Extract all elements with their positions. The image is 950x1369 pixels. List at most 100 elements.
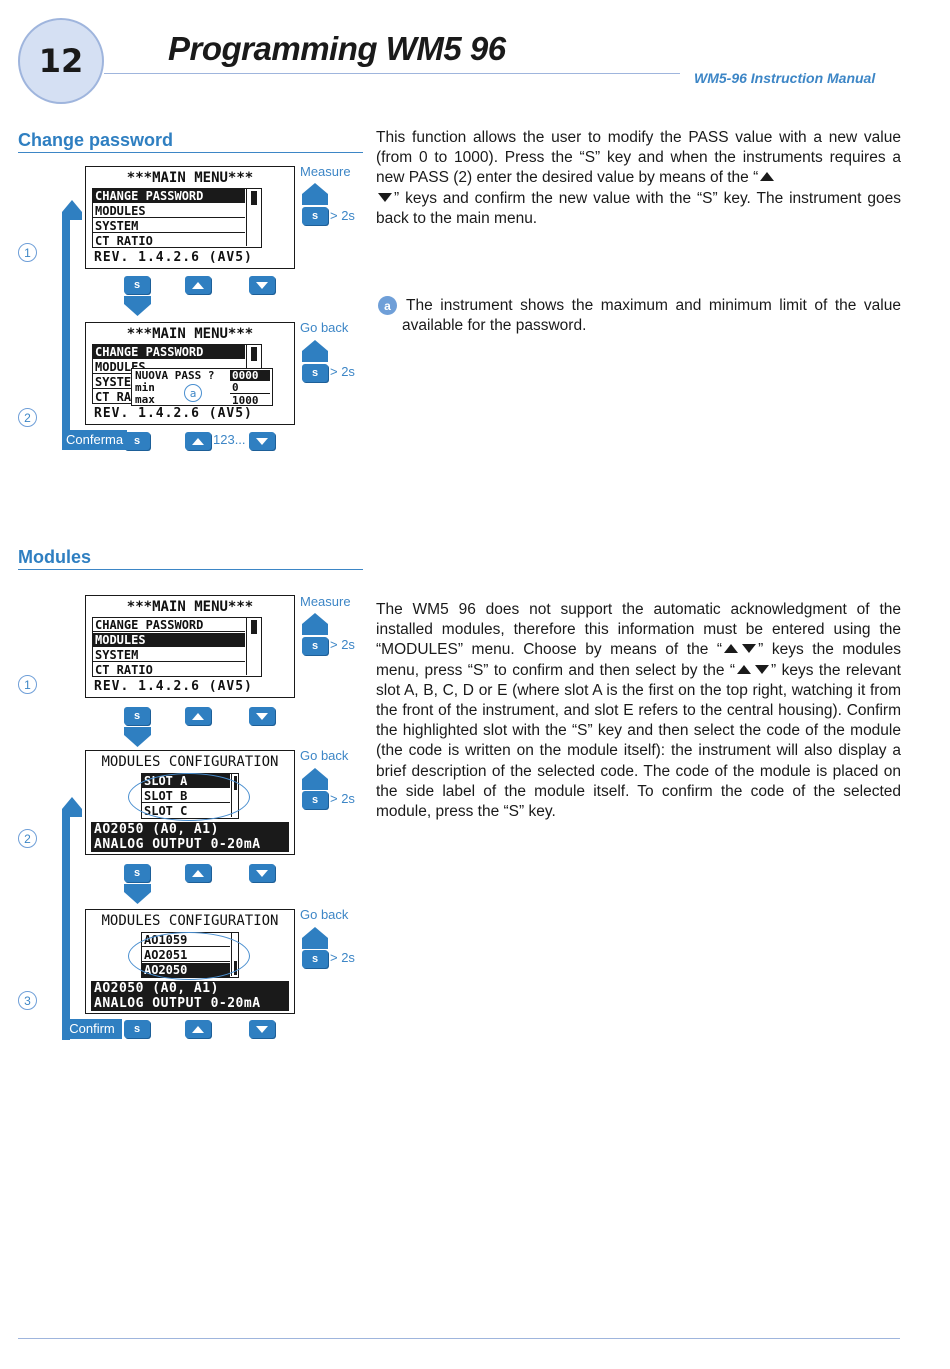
house-arrow-icon xyxy=(302,183,328,205)
triangle-down-icon xyxy=(256,437,268,445)
key-label: s xyxy=(133,867,141,879)
up-key[interactable] xyxy=(185,707,211,725)
down-key[interactable] xyxy=(249,1020,275,1038)
menu-item-ct-ratio[interactable]: CT RATIO xyxy=(95,234,153,248)
triangle-down-icon xyxy=(755,664,770,674)
up-key[interactable] xyxy=(185,1020,211,1038)
flow-bracket-inner xyxy=(70,220,82,450)
up-key[interactable] xyxy=(185,864,211,882)
menu-item-system[interactable]: SYSTEM xyxy=(93,219,245,233)
header-divider xyxy=(104,73,680,74)
key-label: s xyxy=(311,210,319,222)
password-value-input[interactable]: 0000 xyxy=(230,370,270,381)
up-key[interactable] xyxy=(185,276,211,294)
s-key[interactable]: s xyxy=(124,276,150,294)
key-label: s xyxy=(133,710,141,722)
page-number: 12 xyxy=(38,42,84,80)
scrollbar-thumb[interactable] xyxy=(251,191,257,205)
arrow-down-icon xyxy=(124,727,151,747)
s-key[interactable]: s xyxy=(302,364,328,382)
text-part: ” keys and confirm the new value with th… xyxy=(376,189,901,227)
modules-description: The WM5 96 does not support the automati… xyxy=(376,600,901,822)
lcd-main-menu-password: ***MAIN MENU*** CHANGE PASSWORD MODULES … xyxy=(85,322,295,425)
section-divider xyxy=(18,152,363,153)
password-popup: NUOVA PASS ? 0000 min 0 max 1000 a xyxy=(131,368,273,407)
triangle-up-icon xyxy=(192,437,204,445)
hold-duration-label: > 2s xyxy=(330,950,355,965)
menu-item-change-password[interactable]: CHANGE PASSWORD xyxy=(93,618,245,632)
module-description-line: ANALOG OUTPUT 0-20mA xyxy=(91,996,289,1011)
house-arrow-icon xyxy=(302,340,328,362)
page-number-badge: 12 xyxy=(18,18,104,104)
min-label: min xyxy=(135,381,155,394)
scrollbar-thumb[interactable] xyxy=(251,347,257,361)
s-key[interactable]: s xyxy=(302,207,328,225)
triangle-up-icon xyxy=(760,172,775,182)
house-arrow-icon xyxy=(302,613,328,635)
lcd-main-menu: ***MAIN MENU*** CHANGE PASSWORD MODULES … xyxy=(85,595,295,698)
section-divider xyxy=(18,569,363,570)
down-key[interactable] xyxy=(249,864,275,882)
text-part: This function allows the user to modify … xyxy=(376,129,901,187)
lcd-title: ***MAIN MENU*** xyxy=(126,326,254,342)
s-key[interactable]: s xyxy=(124,1020,150,1038)
section-heading-modules: Modules xyxy=(18,547,92,567)
menu-item-modules[interactable]: MODULES xyxy=(93,633,245,647)
triangle-up-icon xyxy=(192,1025,204,1033)
lcd-modules-configuration-codes: MODULES CONFIGURATION AO1059 AO2051 AO20… xyxy=(85,909,295,1014)
scrollbar[interactable] xyxy=(246,618,247,675)
key-label: s xyxy=(133,435,141,447)
manual-name: WM5-96 Instruction Manual xyxy=(694,70,876,86)
s-key[interactable]: s xyxy=(302,637,328,655)
triangle-down-icon xyxy=(742,644,757,654)
note-marker-a: a xyxy=(378,296,397,315)
down-key[interactable] xyxy=(249,276,275,294)
key-label: s xyxy=(311,640,319,652)
triangle-up-icon xyxy=(192,712,204,720)
menu-item-ct-ratio[interactable]: CT RA xyxy=(95,390,132,404)
s-key[interactable]: s xyxy=(302,791,328,809)
menu-item-change-password[interactable]: CHANGE PASSWORD xyxy=(93,345,245,359)
menu-item-ct-ratio[interactable]: CT RATIO xyxy=(95,663,153,677)
lcd-title: MODULES CONFIGURATION xyxy=(101,754,279,770)
down-key[interactable] xyxy=(249,432,275,450)
go-back-label: Go back xyxy=(300,907,349,922)
up-key[interactable] xyxy=(185,432,211,450)
key-label: s xyxy=(133,279,141,291)
digits-label: 123... xyxy=(213,432,246,447)
step-number-2: 2 xyxy=(18,829,37,848)
triangle-up-icon xyxy=(724,644,739,654)
hold-duration-label: > 2s xyxy=(330,364,355,379)
page-title: Programming WM5 96 xyxy=(168,30,506,67)
text-part: ” keys the modules menu, press “S” to co… xyxy=(376,641,901,679)
s-key[interactable]: s xyxy=(302,950,328,968)
key-label: s xyxy=(311,953,319,965)
section-heading-change-password: Change password xyxy=(18,130,174,150)
scrollbar[interactable] xyxy=(246,189,247,246)
step-number-1: 1 xyxy=(18,243,37,262)
menu-item-modules[interactable]: MODULES xyxy=(93,204,245,218)
go-back-label: Go back xyxy=(300,320,349,335)
key-label: s xyxy=(133,1023,141,1035)
triangle-down-icon xyxy=(256,281,268,289)
menu-item-change-password[interactable]: CHANGE PASSWORD xyxy=(93,189,245,203)
highlight-ellipse xyxy=(128,932,250,980)
footer-divider xyxy=(18,1338,900,1339)
down-key[interactable] xyxy=(249,707,275,725)
hold-duration-label: > 2s xyxy=(330,208,355,223)
module-code-line: AO2050 (A0, A1) xyxy=(91,822,289,837)
triangle-up-icon xyxy=(192,281,204,289)
s-key[interactable]: s xyxy=(124,432,150,450)
s-key[interactable]: s xyxy=(124,707,150,725)
go-back-label: Go back xyxy=(300,748,349,763)
min-value: 0 xyxy=(232,381,239,394)
scrollbar-thumb[interactable] xyxy=(251,620,257,634)
triangle-down-icon xyxy=(256,712,268,720)
lcd-title: MODULES CONFIGURATION xyxy=(101,913,279,929)
flow-bracket-inner xyxy=(70,817,82,1040)
menu-item-system[interactable]: SYSTEM xyxy=(93,648,245,662)
measure-label: Measure xyxy=(300,594,351,609)
measure-label: Measure xyxy=(300,164,351,179)
arrow-down-icon xyxy=(124,296,151,316)
s-key[interactable]: s xyxy=(124,864,150,882)
